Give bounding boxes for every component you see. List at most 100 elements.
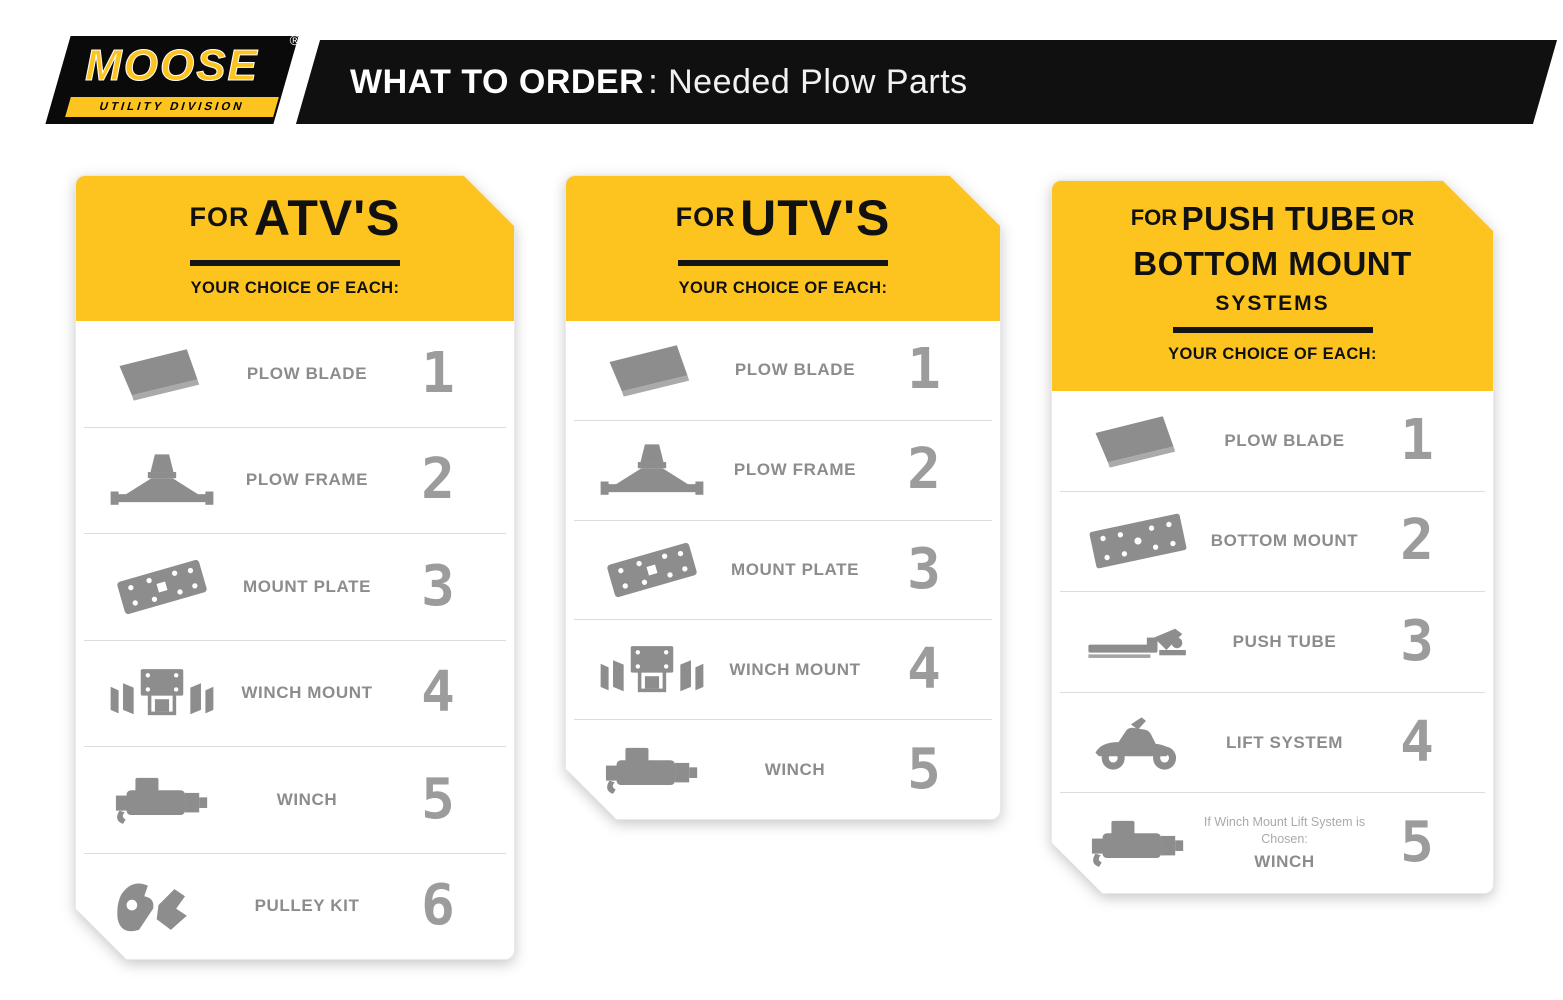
part-number: 2 xyxy=(1400,508,1434,574)
card-push-tube-bottom-mount: FOR PUSH TUBE OR BOTTOM MOUNT SYSTEMS YO… xyxy=(1051,180,1494,894)
row-plow-frame: PLOW FRAME 2 xyxy=(84,428,506,535)
pulley-kit-icon xyxy=(98,875,226,937)
card-utv-header: FOR UTV'S YOUR CHOICE OF EACH: xyxy=(566,176,1000,321)
card-ptbm-title-main1: PUSH TUBE xyxy=(1181,200,1377,237)
part-label: MOUNT PLATE xyxy=(730,559,860,579)
plow-blade-icon xyxy=(1074,410,1202,472)
part-number: 3 xyxy=(421,553,455,619)
header-title: WHAT TO ORDER : Needed Plow Parts xyxy=(350,40,968,124)
part-number: 2 xyxy=(907,437,941,503)
part-label: PULLEY KIT xyxy=(254,896,360,916)
card-ptbm-title-main2: BOTTOM MOUNT xyxy=(1133,245,1412,282)
card-utv-body: PLOW BLADE 1 PLOW FRAME 2 MOUNT PLATE 3 xyxy=(566,321,1000,819)
card-ptbm-body: PLOW BLADE 1 BOTTOM MOUNT 2 PUSH TUBE 3 xyxy=(1052,391,1493,893)
card-utv-title-prefix: FOR xyxy=(675,202,736,232)
winch-mount-icon xyxy=(588,639,716,701)
part-number: 5 xyxy=(1400,810,1434,876)
row-plow-blade: PLOW BLADE 1 xyxy=(1060,391,1485,492)
part-number: 4 xyxy=(1400,709,1434,775)
card-ptbm-title-prefix: FOR xyxy=(1130,205,1178,230)
card-ptbm-title-or: OR xyxy=(1381,205,1415,230)
row-bottom-mount: BOTTOM MOUNT 2 xyxy=(1060,492,1485,593)
row-winch: If Winch Mount Lift System is Chosen: WI… xyxy=(1060,793,1485,893)
row-mount-plate: MOUNT PLATE 3 xyxy=(574,521,992,621)
part-number: 2 xyxy=(421,447,455,513)
push-tube-icon xyxy=(1074,611,1202,673)
row-mount-plate: MOUNT PLATE 3 xyxy=(84,534,506,641)
part-label: BOTTOM MOUNT xyxy=(1210,531,1359,551)
card-utv: FOR UTV'S YOUR CHOICE OF EACH: PLOW BLAD… xyxy=(565,175,1001,820)
part-label-with-note: If Winch Mount Lift System is Chosen: WI… xyxy=(1202,814,1367,872)
plow-frame-icon xyxy=(588,439,716,501)
moose-logo-wordmark: MOOSE xyxy=(85,41,259,90)
card-ptbm-title-line1: FOR PUSH TUBE OR xyxy=(1052,199,1493,245)
moose-logo-division: UTILITY DIVISION xyxy=(65,97,279,117)
row-plow-blade: PLOW BLADE 1 xyxy=(84,321,506,428)
mount-plate-icon xyxy=(98,556,226,618)
row-winch-mount: WINCH MOUNT 4 xyxy=(84,641,506,748)
plow-blade-icon xyxy=(588,339,716,401)
part-number: 1 xyxy=(907,337,941,403)
card-utv-title: FOR UTV'S xyxy=(566,198,1000,250)
winch-icon xyxy=(588,739,716,801)
moose-logo: MOOSE ® UTILITY DIVISION xyxy=(58,32,300,124)
lift-system-icon xyxy=(1074,712,1202,774)
card-ptbm-title-line2: BOTTOM MOUNT xyxy=(1052,245,1493,290)
card-atv-title: FOR ATV'S xyxy=(76,198,514,250)
plow-blade-icon xyxy=(98,343,226,405)
winch-mount-icon xyxy=(98,662,226,724)
choice-label: YOUR CHOICE OF EACH: xyxy=(190,279,400,297)
part-number: 4 xyxy=(907,636,941,702)
part-number: 5 xyxy=(421,766,455,832)
part-number: 3 xyxy=(1400,608,1434,674)
card-atv-title-prefix: FOR xyxy=(189,202,250,232)
card-ptbm-title-systems: SYSTEMS xyxy=(1215,292,1330,315)
part-label: PLOW FRAME xyxy=(245,470,369,490)
header-title-strong: WHAT TO ORDER xyxy=(350,62,645,101)
choice-label: YOUR CHOICE OF EACH: xyxy=(678,279,888,297)
part-label: WINCH xyxy=(1254,851,1315,871)
header-title-rest: : Needed Plow Parts xyxy=(648,62,968,101)
card-atv-body: PLOW BLADE 1 PLOW FRAME 2 MOUNT PLATE 3 xyxy=(76,321,514,959)
plow-frame-icon xyxy=(98,449,226,511)
row-plow-frame: PLOW FRAME 2 xyxy=(574,421,992,521)
card-atv: FOR ATV'S YOUR CHOICE OF EACH: PLOW BLAD… xyxy=(75,175,515,960)
part-label: PLOW BLADE xyxy=(1224,430,1345,450)
part-label: WINCH MOUNT xyxy=(241,683,373,703)
part-label: PLOW FRAME xyxy=(733,460,857,480)
part-label: WINCH xyxy=(276,789,338,809)
choice-label: YOUR CHOICE OF EACH: xyxy=(1168,345,1377,363)
row-winch: WINCH 5 xyxy=(84,747,506,854)
row-plow-blade: PLOW BLADE 1 xyxy=(574,321,992,421)
title-underline xyxy=(1173,327,1373,333)
part-number: 4 xyxy=(421,660,455,726)
part-label: MOUNT PLATE xyxy=(242,576,372,596)
part-number: 5 xyxy=(907,736,941,802)
part-number: 3 xyxy=(907,536,941,602)
winch-icon xyxy=(1074,812,1202,874)
row-pulley-kit: PULLEY KIT 6 xyxy=(84,854,506,960)
winch-icon xyxy=(98,769,226,831)
mount-plate-icon xyxy=(588,539,716,601)
part-label: WINCH MOUNT xyxy=(729,659,861,679)
part-number: 6 xyxy=(421,873,455,939)
card-atv-title-main: ATV'S xyxy=(253,190,401,246)
card-atv-header: FOR ATV'S YOUR CHOICE OF EACH: xyxy=(76,176,514,321)
cards-row: FOR ATV'S YOUR CHOICE OF EACH: PLOW BLAD… xyxy=(75,175,1494,960)
card-ptbm-header: FOR PUSH TUBE OR BOTTOM MOUNT SYSTEMS YO… xyxy=(1052,181,1493,391)
part-label: PLOW BLADE xyxy=(246,363,368,383)
part-number: 1 xyxy=(1400,407,1434,473)
title-underline xyxy=(678,260,888,266)
card-utv-title-main: UTV'S xyxy=(740,190,891,246)
part-label: LIFT SYSTEM xyxy=(1225,732,1344,752)
part-label: PUSH TUBE xyxy=(1232,631,1337,651)
part-label: WINCH xyxy=(764,759,826,779)
registered-trademark-icon: ® xyxy=(289,32,300,48)
winch-condition-note: If Winch Mount Lift System is Chosen: xyxy=(1203,815,1366,846)
part-label: PLOW BLADE xyxy=(734,360,856,380)
row-winch-mount: WINCH MOUNT 4 xyxy=(574,620,992,720)
title-underline xyxy=(190,260,400,266)
row-lift-system: LIFT SYSTEM 4 xyxy=(1060,693,1485,794)
part-number: 1 xyxy=(421,340,455,406)
